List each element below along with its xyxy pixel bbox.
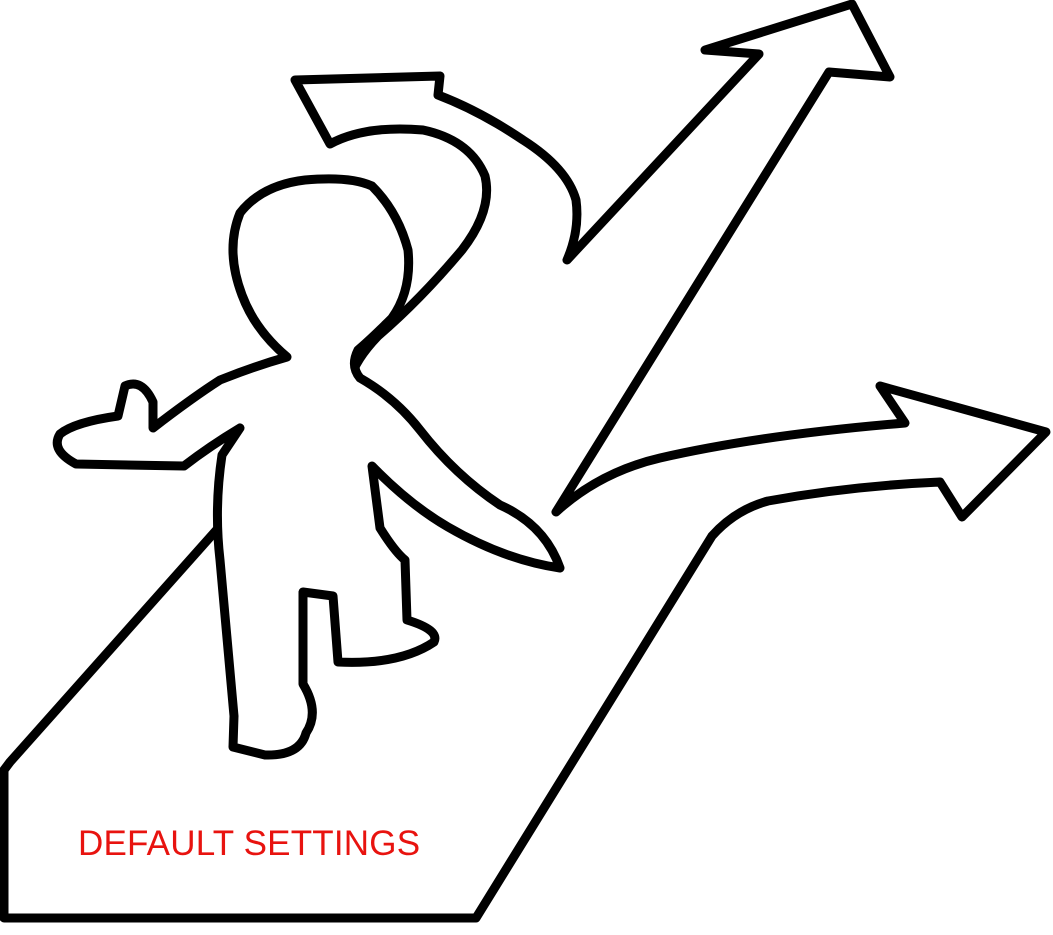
default-settings-label: DEFAULT SETTINGS <box>78 824 421 863</box>
person-figure-icon <box>52 174 565 760</box>
